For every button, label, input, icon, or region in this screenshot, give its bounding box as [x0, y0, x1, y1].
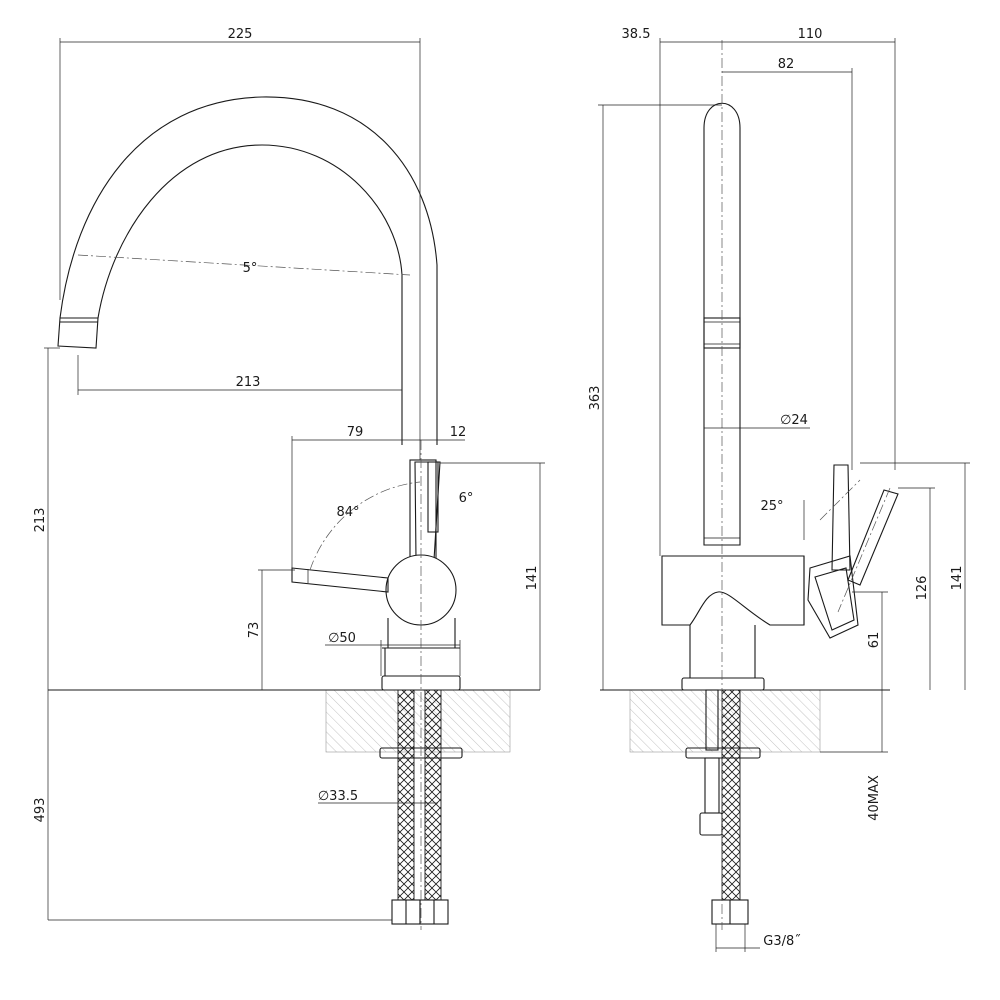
dim-handle-height-open: 141: [950, 566, 965, 591]
dim-spout-depth: 82: [778, 57, 795, 72]
front-hose-right: [424, 689, 442, 901]
dim-spout-reach: 213: [236, 375, 261, 390]
dim-max-counter: 40MAX: [867, 775, 882, 821]
dim-handle-height: 141: [525, 566, 540, 591]
dim-spout-diameter: ∅24: [780, 413, 808, 428]
dim-body-height: 61: [867, 632, 882, 649]
dim-lever-tilt: 6°: [459, 491, 474, 506]
dim-lever-offset: 12: [450, 425, 467, 440]
dim-back-offset: 38.5: [622, 27, 651, 42]
side-spout: [703, 102, 741, 546]
side-body: [661, 555, 805, 626]
dim-handle-angle: 25°: [760, 499, 783, 514]
front-countertop: [325, 689, 511, 753]
dim-body-diameter: ∅50: [328, 631, 356, 646]
side-hose: [721, 689, 741, 901]
dim-lever-height: 73: [247, 622, 262, 639]
dim-hose-length: 493: [33, 798, 48, 823]
front-hose-left: [397, 689, 415, 901]
front-spout-tip: [57, 317, 99, 349]
dim-outlet-height: 213: [33, 508, 48, 533]
front-lever-arm: [291, 567, 389, 593]
dim-lever-reach: 79: [347, 425, 364, 440]
dim-total-depth: 110: [798, 27, 823, 42]
side-handle: [831, 464, 851, 571]
front-view: 225 5° 213 79 12 84° 6° 213 141 73 ∅50 ∅…: [33, 27, 545, 930]
dim-hole-diameter: ∅33.5: [318, 789, 358, 804]
front-spout: [59, 96, 438, 445]
dim-thread: G3/8˝: [763, 934, 801, 949]
dim-overall-width: 225: [228, 27, 253, 42]
dim-handle-height-closed: 126: [915, 576, 930, 601]
side-view: 38.5 110 82 363 ∅24 25° 61 126 141 40MAX…: [588, 27, 970, 952]
dim-spout-angle: 5°: [243, 261, 258, 276]
dim-total-height: 363: [588, 386, 603, 411]
dim-lever-angle: 84°: [336, 505, 359, 520]
